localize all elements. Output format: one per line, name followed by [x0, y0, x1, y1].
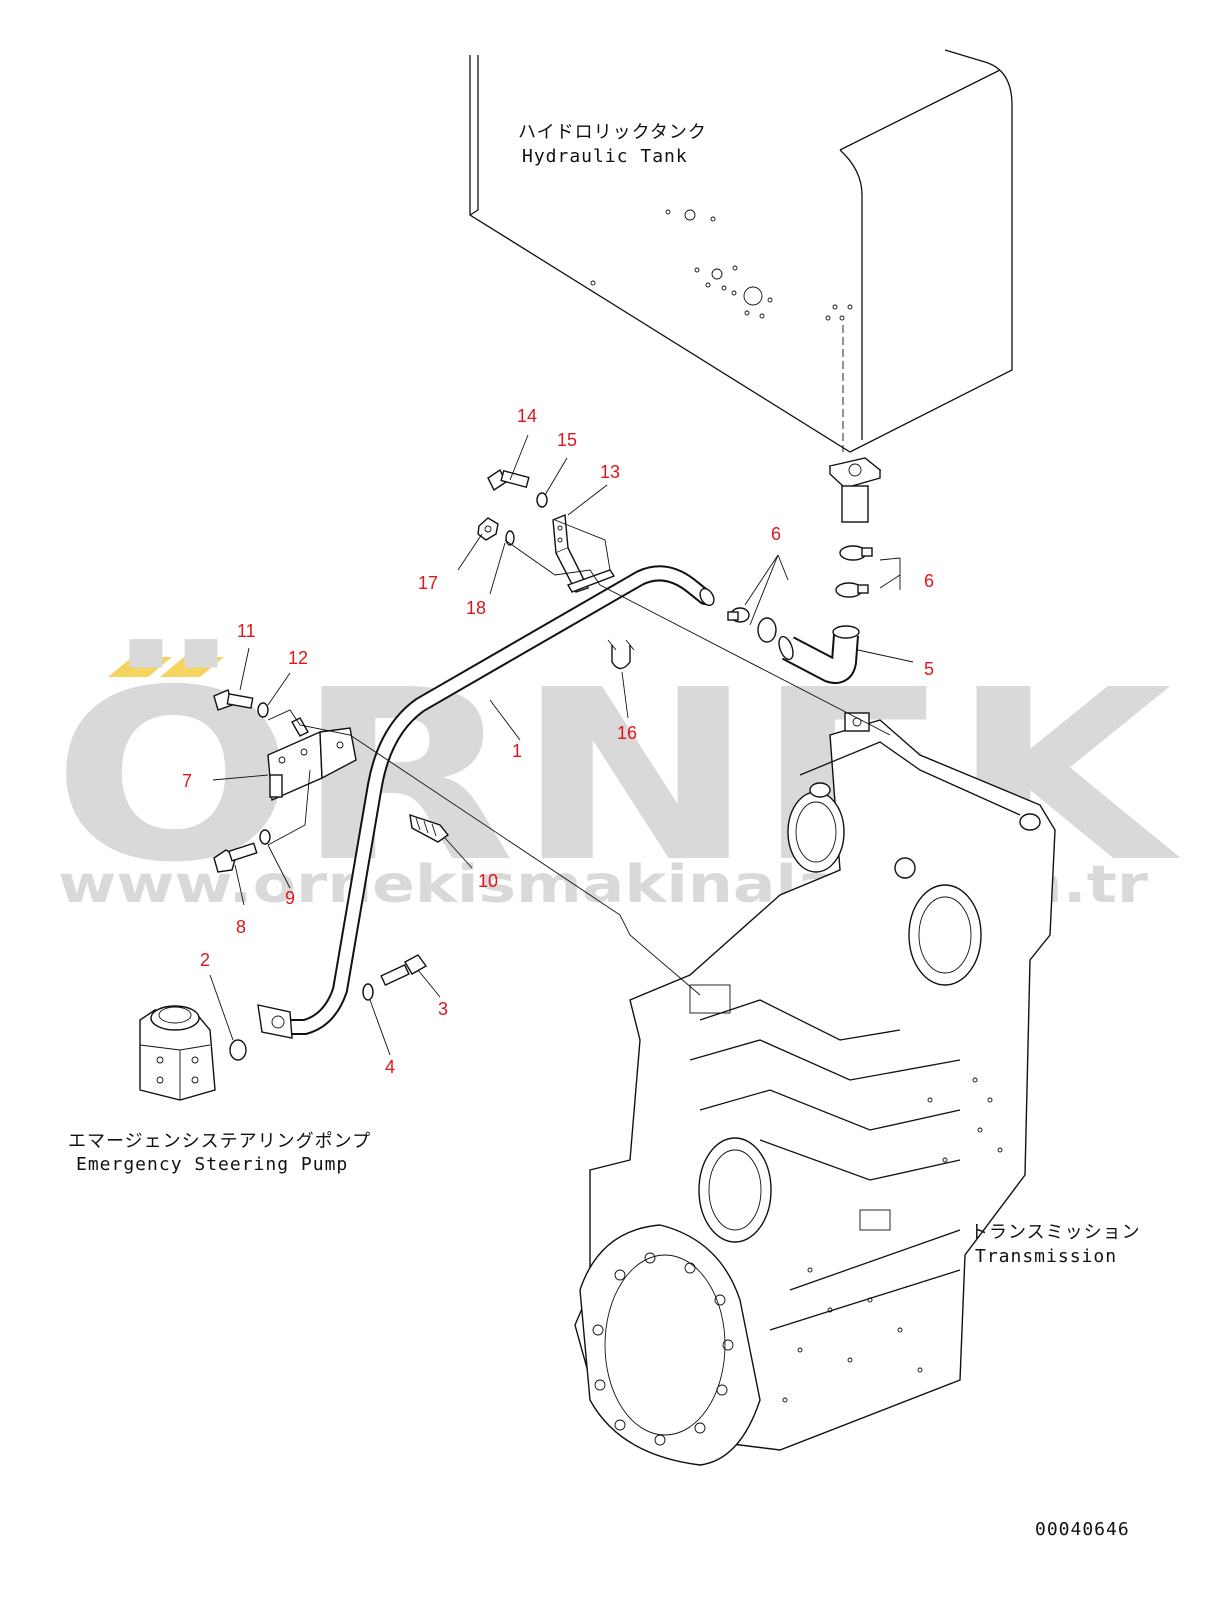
drawing-number: 00040646: [1035, 1519, 1130, 1540]
hydraulic-tank-label-en: Hydraulic Tank: [522, 146, 688, 167]
callout-5[interactable]: 5: [924, 659, 934, 679]
callout-1[interactable]: 1: [512, 741, 522, 761]
bolt-14: [487, 468, 530, 492]
callout-13[interactable]: 13: [600, 462, 620, 482]
watermark-accent-mark: [108, 657, 172, 677]
transmission-label-jp: トランスミッション: [970, 1222, 1141, 1243]
leader-lines: [209, 434, 914, 1056]
pump-label-jp: エマージェンシステアリングポンプ: [68, 1131, 371, 1152]
callout-11[interactable]: 11: [237, 621, 256, 641]
callout-8[interactable]: 8: [236, 917, 246, 937]
callout-9[interactable]: 9: [285, 888, 295, 908]
o-ring-2: [229, 1039, 247, 1061]
callout-15[interactable]: 15: [557, 430, 577, 450]
bracket-13: [552, 513, 616, 593]
suction-tube: [257, 565, 715, 1039]
callout-6-a[interactable]: 6: [771, 524, 781, 544]
clip-10: [409, 813, 450, 843]
u-bolt: [607, 639, 635, 670]
callout-6-b[interactable]: 6: [924, 571, 934, 591]
nut-17: [477, 517, 499, 541]
tank-outlet-flange: [828, 457, 882, 523]
bolt-11: [213, 689, 254, 711]
callout-10[interactable]: 10: [478, 871, 498, 891]
callout-17[interactable]: 17: [418, 573, 438, 593]
callout-12[interactable]: 12: [288, 648, 308, 668]
watermark-accent-mark: [160, 657, 224, 677]
callout-2[interactable]: 2: [200, 950, 210, 970]
callout-16[interactable]: 16: [617, 723, 637, 743]
pump-label-en: Emergency Steering Pump: [76, 1154, 348, 1175]
transmission-label-en: Transmission: [975, 1246, 1117, 1267]
callout-14[interactable]: 14: [517, 406, 537, 426]
bolt-8: [213, 842, 258, 873]
washer-12: [257, 702, 269, 718]
emergency-steering-pump: [139, 1005, 216, 1101]
callout-4[interactable]: 4: [385, 1057, 395, 1077]
hose-clamp: [727, 545, 873, 643]
callout-7[interactable]: 7: [182, 771, 192, 791]
washer-9: [259, 829, 271, 845]
washer-15: [536, 492, 548, 508]
washer-18: [505, 530, 515, 546]
transmission: [574, 712, 1056, 1466]
callout-3[interactable]: 3: [438, 999, 448, 1019]
hose: [778, 625, 860, 684]
hydraulic-tank-label-jp: ハイドロリックタンク: [518, 122, 707, 143]
hydraulic-tank: [469, 49, 1013, 453]
callout-18[interactable]: 18: [466, 598, 486, 618]
callouts: 1 2 3 4 5 6 6 7 8 9 10 11 12 13 14 15 16…: [182, 406, 934, 1077]
bolt-3: [380, 954, 428, 986]
washer-4: [362, 983, 374, 1001]
